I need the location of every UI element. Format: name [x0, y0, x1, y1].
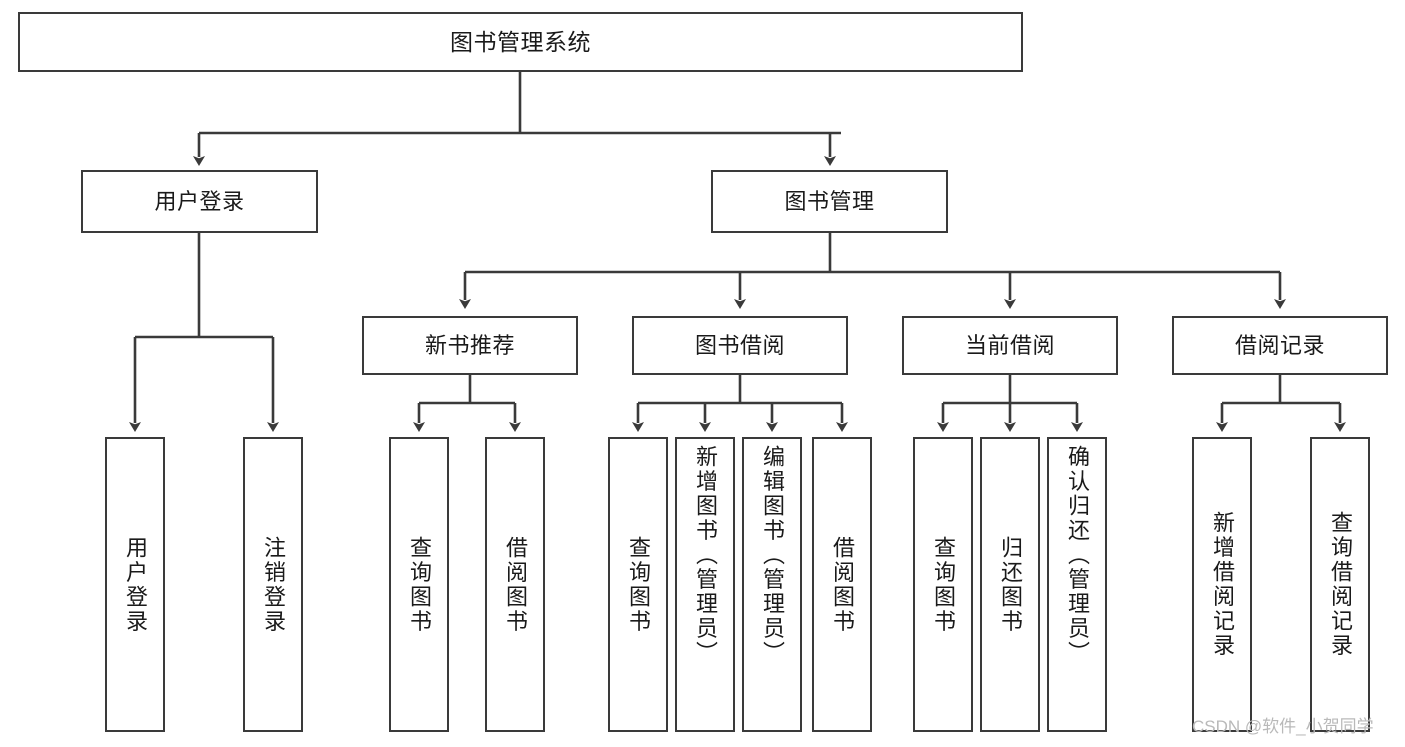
node-label: 借阅记录 [1234, 332, 1325, 358]
leaf-logout-login[interactable]: 注销登录 [243, 437, 303, 732]
leaf-user-login[interactable]: 用户登录 [105, 437, 165, 732]
leaf-query-borrow-record[interactable]: 查询借阅记录 [1310, 437, 1370, 732]
leaf-edit-book-admin[interactable]: 编辑图书（管理员） [742, 437, 802, 732]
node-label: 图书借阅 [694, 332, 785, 358]
node-book-management[interactable]: 图书管理 [711, 170, 948, 233]
leaf-confirm-return-admin[interactable]: 确认归还（管理员） [1047, 437, 1107, 732]
leaf-query-book-new-rec[interactable]: 查询图书 [389, 437, 449, 732]
leaf-borrow-book-borrow[interactable]: 借阅图书 [812, 437, 872, 732]
node-label: 图书管理系统 [450, 28, 591, 55]
node-label: 确认归还（管理员） [1065, 445, 1090, 666]
leaf-query-book-borrow[interactable]: 查询图书 [608, 437, 668, 732]
node-label: 新增图书（管理员） [693, 445, 718, 666]
leaf-borrow-book-new-rec[interactable]: 借阅图书 [485, 437, 545, 732]
csdn-watermark: CSDN @软件_小贺同学 [1192, 717, 1374, 736]
node-label: 查询图书 [626, 535, 651, 634]
node-label: 用户登录 [154, 188, 245, 214]
node-root-book-management-system[interactable]: 图书管理系统 [18, 12, 1023, 72]
node-label: 借阅图书 [503, 535, 528, 634]
node-label: 归还图书 [998, 535, 1023, 634]
node-label: 查询借阅记录 [1328, 511, 1353, 658]
node-label: 当前借阅 [964, 332, 1055, 358]
node-current-borrow[interactable]: 当前借阅 [902, 316, 1118, 375]
node-label: 编辑图书（管理员） [760, 445, 785, 666]
leaf-return-book[interactable]: 归还图书 [980, 437, 1040, 732]
node-user-login[interactable]: 用户登录 [81, 170, 318, 233]
leaf-add-borrow-record[interactable]: 新增借阅记录 [1192, 437, 1252, 732]
node-label: 新书推荐 [424, 332, 515, 358]
node-label: 借阅图书 [830, 535, 855, 634]
node-new-book-recommendation[interactable]: 新书推荐 [362, 316, 578, 375]
node-label: 查询图书 [931, 535, 956, 634]
node-label: 注销登录 [261, 535, 286, 634]
leaf-add-book-admin[interactable]: 新增图书（管理员） [675, 437, 735, 732]
node-label: 查询图书 [407, 535, 432, 634]
node-label: 图书管理 [784, 188, 875, 214]
node-label: 用户登录 [123, 535, 148, 634]
node-label: 新增借阅记录 [1210, 511, 1235, 658]
node-borrow-record[interactable]: 借阅记录 [1172, 316, 1388, 375]
node-book-borrow[interactable]: 图书借阅 [632, 316, 848, 375]
leaf-query-book-current[interactable]: 查询图书 [913, 437, 973, 732]
